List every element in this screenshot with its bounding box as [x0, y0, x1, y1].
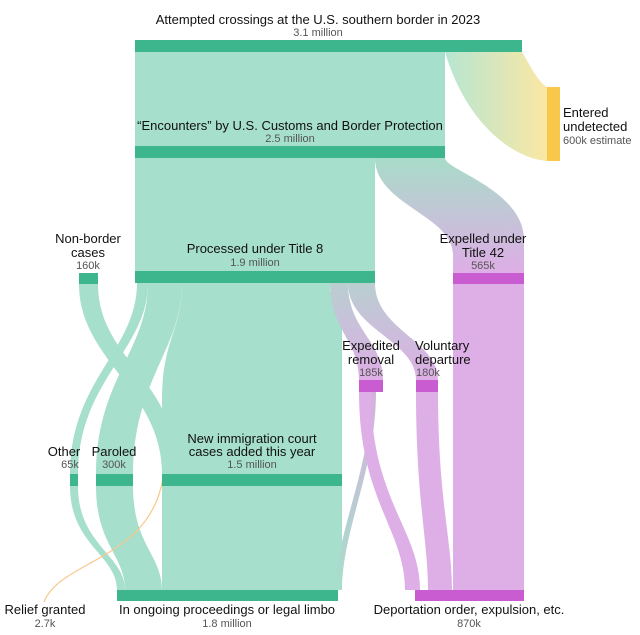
court-label-line1: New immigration court [187, 431, 317, 446]
node-deport [415, 590, 524, 601]
node-nonborder [79, 273, 98, 284]
flow-expedited-to-limbo [336, 392, 376, 590]
label-layer: Attempted crossings at the U.S. southern… [5, 12, 632, 630]
flow-title8-to-expedited [330, 283, 383, 380]
encounters-label: “Encounters” by U.S. Customs and Border … [137, 118, 443, 133]
node-court [162, 474, 342, 486]
undetected-label-line1: Entered [563, 105, 609, 120]
expedited-label-line2: removal [348, 352, 394, 367]
flow-court-to-relief [43, 477, 164, 603]
node-encounters [135, 146, 445, 158]
nonborder-label-line2: cases [71, 245, 105, 260]
voluntary-value: 180k [416, 367, 440, 379]
flow-title8-to-other [70, 283, 148, 474]
attempted-value: 3.1 million [293, 27, 343, 39]
flow-other-to-limbo [70, 486, 125, 590]
flow-attempted-to-encounters [135, 52, 445, 147]
limbo-value: 1.8 million [202, 618, 252, 630]
expedited-label-line1: Expedited [342, 338, 400, 353]
undetected-value: 600k estimate [563, 135, 631, 147]
relief-label: Relief granted [5, 602, 86, 617]
undetected-label-line2: undetected [563, 119, 627, 134]
title42-label-line1: Expelled under [440, 231, 527, 246]
node-other [70, 474, 78, 486]
node-paroled [96, 474, 133, 486]
court-label-line2: cases added this year [189, 444, 316, 459]
flow-voluntary-to-deport [416, 392, 452, 590]
court-value: 1.5 million [227, 459, 277, 471]
voluntary-label-line1: Voluntary [415, 338, 470, 353]
nonborder-value: 160k [76, 260, 100, 272]
flow-encounters-to-title42 [375, 158, 524, 273]
node-title42 [453, 273, 524, 284]
flow-court-to-limbo [162, 486, 342, 590]
flow-attempted-to-undetected [445, 52, 547, 161]
title42-value: 565k [471, 260, 495, 272]
node-expedited [359, 380, 383, 392]
deport-label: Deportation order, expulsion, etc. [374, 602, 565, 617]
flow-layer [43, 52, 547, 603]
title8-label: Processed under Title 8 [187, 241, 324, 256]
flow-title8-to-voluntary [348, 283, 438, 380]
flow-encounters-to-title8 [135, 158, 375, 271]
paroled-label: Paroled [92, 444, 137, 459]
expedited-value: 185k [359, 367, 383, 379]
relief-value: 2.7k [35, 618, 56, 630]
node-limbo [117, 590, 338, 601]
flow-expedited-to-deport [359, 392, 420, 590]
voluntary-label-line2: departure [415, 352, 471, 367]
node-undetected [547, 87, 560, 161]
other-label: Other [48, 444, 81, 459]
node-attempted [135, 40, 522, 52]
title8-value: 1.9 million [230, 257, 280, 269]
chart-title: Attempted crossings at the U.S. southern… [156, 12, 480, 27]
deport-value: 870k [457, 618, 481, 630]
flow-title42-to-deport [453, 284, 524, 590]
title42-label-line2: Title 42 [462, 245, 504, 260]
other-value: 65k [61, 459, 79, 471]
node-title8 [135, 271, 375, 283]
nonborder-label-line1: Non-border [55, 231, 121, 246]
node-voluntary [416, 380, 438, 392]
node-layer [70, 40, 560, 601]
flow-title8-to-court [162, 283, 342, 475]
paroled-value: 300k [102, 459, 126, 471]
limbo-label: In ongoing proceedings or legal limbo [119, 602, 335, 617]
encounters-value: 2.5 million [265, 133, 315, 145]
flow-nonborder-to-court [79, 284, 178, 474]
